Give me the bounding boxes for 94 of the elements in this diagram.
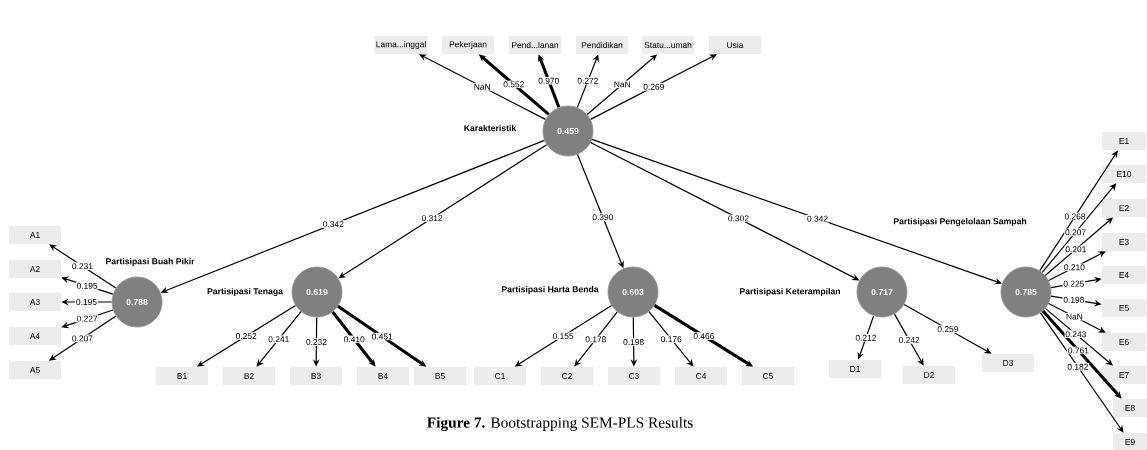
edge-label: 0.207 — [1064, 228, 1087, 237]
edge-label: 0.390 — [591, 213, 615, 221]
construct-name: Partisipasi Pengelolaan Sampah — [893, 217, 1027, 227]
arrow — [256, 311, 302, 367]
edge-label: 0.182 — [1066, 363, 1090, 371]
edge-label: 0.242 — [897, 336, 921, 344]
indicator-box: D2 — [903, 366, 955, 384]
indicator-box: E5 — [1102, 299, 1146, 317]
edge-label: 0.176 — [659, 335, 683, 343]
construct-name: Karakteristik — [464, 124, 517, 132]
edge-label: 0.212 — [854, 334, 878, 342]
indicator-box: Pend...lanan — [509, 36, 561, 54]
indicator-box: E10 — [1102, 165, 1146, 183]
edge-label: 0.232 — [305, 338, 328, 346]
edge-label: 0.410 — [342, 335, 366, 344]
edge-label: 0.302 — [727, 214, 750, 223]
edge-label: 0.451 — [370, 332, 394, 341]
indicator-box: A2 — [9, 260, 61, 278]
arrow — [574, 311, 618, 367]
arrow — [419, 54, 547, 120]
arrow — [49, 244, 117, 289]
indicator-box: B1 — [156, 367, 208, 385]
indicator-box: Statu...umah — [642, 36, 694, 54]
arrow — [1048, 302, 1106, 333]
edge-label: NaN — [1065, 312, 1084, 321]
indicator-box: B2 — [223, 367, 275, 385]
indicator-box: A4 — [9, 327, 61, 345]
indicator-box: E8 — [1113, 399, 1147, 417]
indicator-box: C5 — [742, 367, 794, 385]
edge-label: 0.155 — [551, 332, 575, 340]
indicator-box: Usia — [709, 36, 761, 54]
indicator-box: C3 — [608, 367, 660, 385]
construct-name: Partisipasi Buah Pikir — [106, 257, 195, 267]
indicator-box: E9 — [1113, 433, 1147, 450]
edge-label: 0.269 — [642, 83, 666, 91]
edge-label: 0.552 — [502, 80, 526, 89]
edge-label: 0.210 — [1063, 263, 1086, 272]
edge-label: 0.243 — [1064, 330, 1088, 338]
indicator-box: B5 — [414, 367, 466, 385]
edge-label: 0.342 — [322, 220, 345, 228]
construct-name: Partisipasi Tenaga — [207, 287, 284, 297]
arrow — [1041, 309, 1122, 399]
indicator-box: Pendidikan — [576, 36, 628, 54]
edge-label: 0.225 — [1062, 279, 1086, 288]
edge-label: 0.207 — [71, 334, 94, 343]
indicator-box: Lama...inggal — [374, 36, 428, 54]
edge-label: 0.178 — [584, 335, 608, 344]
indicator-box: C4 — [675, 367, 727, 385]
edge-label: 0.312 — [420, 214, 444, 222]
edge-label: 0.466 — [692, 332, 716, 340]
arrow — [1039, 150, 1118, 272]
edge-label: 0.259 — [936, 325, 960, 333]
edge-label: 0.231 — [71, 262, 94, 270]
construct-name: Partisipasi Keterampilan — [740, 287, 840, 297]
indicator-box: A1 — [9, 226, 61, 244]
edge-label: 0.342 — [806, 214, 829, 223]
arrow — [648, 311, 694, 367]
indicator-box: D3 — [982, 354, 1034, 372]
indicator-box: E2 — [1102, 199, 1146, 217]
edge-label: 0.268 — [1063, 212, 1087, 221]
edge-label: 0.195 — [75, 282, 99, 290]
edge-label: 0.201 — [1064, 245, 1088, 254]
indicator-box: E4 — [1102, 266, 1146, 284]
indicator-box: C1 — [474, 367, 526, 385]
edge-label: 0.761 — [1067, 346, 1090, 355]
arrow — [591, 138, 1002, 285]
arrow — [331, 311, 376, 367]
edge-label: 0.970 — [537, 77, 561, 85]
arrow — [893, 313, 924, 366]
edge-label: 0.252 — [234, 332, 258, 340]
edge-label: NaN — [613, 80, 632, 89]
edge-label: 0.241 — [267, 335, 291, 343]
arrow — [1048, 251, 1106, 282]
construct-name: Partisipasi Harta Benda — [501, 285, 599, 295]
edge-label: 0.195 — [75, 298, 98, 306]
edge-label: NaN — [473, 83, 492, 91]
caption: Figure 7. Bootstrapping SEM-PLS Results — [427, 416, 693, 431]
indicator-box: D1 — [829, 360, 881, 378]
edge-label: 0.227 — [75, 314, 99, 323]
indicator-box: C2 — [541, 367, 593, 385]
indicator-box: A3 — [9, 293, 61, 311]
indicator-box: Pekerjaan — [442, 36, 494, 54]
indicator-box: A5 — [9, 361, 61, 379]
indicator-box: B3 — [290, 367, 342, 385]
indicator-box: E6 — [1102, 333, 1146, 351]
arrow — [590, 54, 717, 120]
indicator-box: E1 — [1102, 132, 1146, 150]
indicator-box: B4 — [357, 367, 409, 385]
edge-label: 0.198 — [1062, 296, 1086, 304]
arrow — [1039, 312, 1124, 433]
indicator-box: E7 — [1102, 366, 1146, 384]
indicator-box: E3 — [1102, 233, 1146, 251]
edge-label: 0.198 — [622, 338, 645, 346]
edge-label: 0.272 — [576, 77, 600, 85]
